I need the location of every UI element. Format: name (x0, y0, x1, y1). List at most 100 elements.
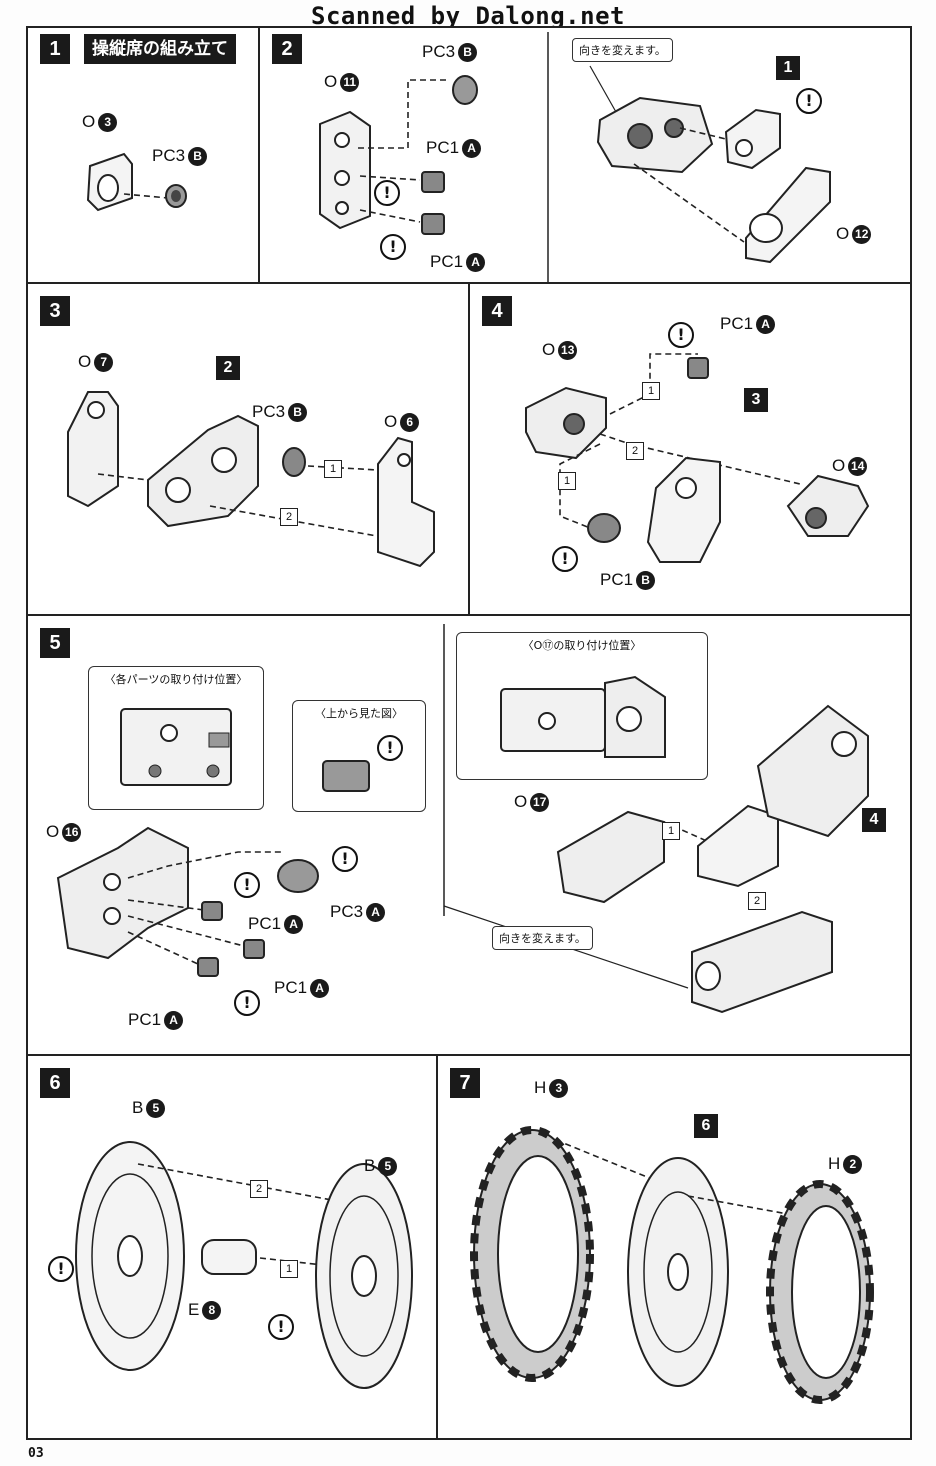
step-3-illustration (67, 391, 435, 568)
part-prefix: B (132, 1098, 144, 1117)
part-prefix: PC1 (274, 978, 308, 997)
reference-step: 1 (776, 56, 800, 80)
part-number: A (366, 902, 386, 922)
part-prefix: E (188, 1300, 200, 1319)
caution-icon: ! (332, 846, 358, 872)
part-number: 14 (848, 456, 868, 476)
inset-title: 〈各パーツの取り付け位置〉 (104, 673, 248, 686)
part-number: B (458, 42, 478, 62)
inset-o17-position: 〈O⑰の取り付け位置〉 (456, 632, 708, 780)
part-label-o17: O 17 (514, 792, 550, 812)
inset-illustration (322, 760, 370, 792)
part-prefix: PC1 (248, 914, 282, 933)
caution-icon: ! (552, 546, 578, 572)
part-label-pc1a-upper: PC1 A (426, 138, 482, 158)
part-label-pc1a-1: PC1 A (248, 914, 304, 934)
caution-icon: ! (668, 322, 694, 348)
step-5-panel: 5 〈各パーツの取り付け位置〉 〈上から見た図〉 ! 〈O⑰の取り付け位置〉 (26, 614, 912, 1056)
part-number: 11 (340, 72, 360, 92)
part-label-pc1b: PC1 B (600, 570, 656, 590)
step-1-panel: 1 操縦席の組み立て O 3 PC3 B (26, 26, 260, 284)
inset-parts-position: 〈各パーツの取り付け位置〉 (88, 666, 264, 810)
inset-top-view: 〈上から見た図〉 ! (292, 700, 426, 812)
part-prefix: O (82, 112, 96, 131)
part-label-b5-left: B 5 (132, 1098, 166, 1118)
part-number: A (462, 138, 482, 158)
part-prefix: O (46, 822, 60, 841)
sequence-marker: 1 (558, 472, 576, 490)
part-prefix: PC1 (430, 252, 464, 271)
part-number: 7 (94, 352, 114, 372)
part-prefix: H (534, 1078, 547, 1097)
sequence-marker: 2 (748, 892, 766, 910)
step-3-panel: 3 O 7 2 PC3 B O 6 1 2 (26, 282, 470, 616)
part-number: A (756, 314, 776, 334)
part-prefix: O (832, 456, 846, 475)
step-5-illustration (56, 624, 869, 1014)
part-number: B (188, 146, 208, 166)
part-number: A (284, 914, 304, 934)
part-label-o11: O 11 (324, 72, 360, 92)
part-number: 2 (843, 1154, 863, 1174)
step-number: 7 (450, 1068, 480, 1098)
step-7-panel: 7 H 3 6 H 2 (436, 1054, 912, 1440)
sequence-marker: 1 (280, 1260, 298, 1278)
part-label-pc1a-3: PC1 A (128, 1010, 184, 1030)
part-prefix: PC1 (426, 138, 460, 157)
part-label-o12: O 12 (836, 224, 872, 244)
watermark: Scanned by Dalong.net (311, 2, 625, 30)
part-number: 5 (146, 1098, 166, 1118)
step-number: 5 (40, 628, 70, 658)
step-7-illustration (470, 1126, 874, 1404)
caution-icon: ! (796, 88, 822, 114)
part-prefix: PC3 (330, 902, 364, 921)
part-number: B (636, 570, 656, 590)
step-2-illustration (319, 32, 831, 282)
part-number: 12 (852, 224, 872, 244)
part-number: 6 (400, 412, 420, 432)
part-label-pc3b: PC3 B (422, 42, 478, 62)
part-label-h2: H 2 (828, 1154, 863, 1174)
caution-icon: ! (374, 180, 400, 206)
part-prefix: O (836, 224, 850, 243)
inset-illustration (500, 675, 666, 758)
caution-icon: ! (268, 1314, 294, 1340)
part-prefix: O (384, 412, 398, 431)
step-2-panel: 2 PC3 B O 11 PC1 A PC1 A ! ! 向きを変えます。 (258, 26, 912, 284)
reference-step: 2 (216, 356, 240, 380)
part-label-e8: E 8 (188, 1300, 222, 1320)
step-number: 2 (272, 34, 302, 64)
part-prefix: O (542, 340, 556, 359)
part-label-o3: O 3 (82, 112, 118, 132)
part-label-pc3b: PC3 B (152, 146, 208, 166)
caution-icon: ! (377, 735, 403, 761)
part-number: 3 (549, 1078, 569, 1098)
part-prefix: PC1 (128, 1010, 162, 1029)
part-prefix: O (514, 792, 528, 811)
step-4-illustration (525, 353, 870, 563)
part-label-o6: O 6 (384, 412, 420, 432)
part-number: 17 (530, 792, 550, 812)
caution-icon: ! (234, 872, 260, 898)
part-number: A (466, 252, 486, 272)
part-prefix: H (828, 1154, 841, 1173)
step-number: 1 (40, 34, 70, 64)
page-number: 03 (28, 1446, 44, 1461)
part-label-pc1a-2: PC1 A (274, 978, 330, 998)
sequence-marker: 1 (324, 460, 342, 478)
orientation-callout: 向きを変えます。 (492, 926, 593, 950)
part-label-o13: O 13 (542, 340, 578, 360)
part-label-pc1a-lower: PC1 A (430, 252, 486, 272)
part-number: 3 (98, 112, 118, 132)
part-number: 5 (378, 1156, 398, 1176)
step-6-illustration (75, 1141, 413, 1389)
caution-icon: ! (48, 1256, 74, 1282)
inset-title: 〈上から見た図〉 (315, 707, 403, 720)
part-label-o14: O 14 (832, 456, 868, 476)
part-prefix: O (78, 352, 92, 371)
sequence-marker: 2 (626, 442, 644, 460)
sequence-marker: 1 (662, 822, 680, 840)
part-prefix: PC3 (422, 42, 456, 61)
part-number: A (310, 978, 330, 998)
part-label-pc1a: PC1 A (720, 314, 776, 334)
